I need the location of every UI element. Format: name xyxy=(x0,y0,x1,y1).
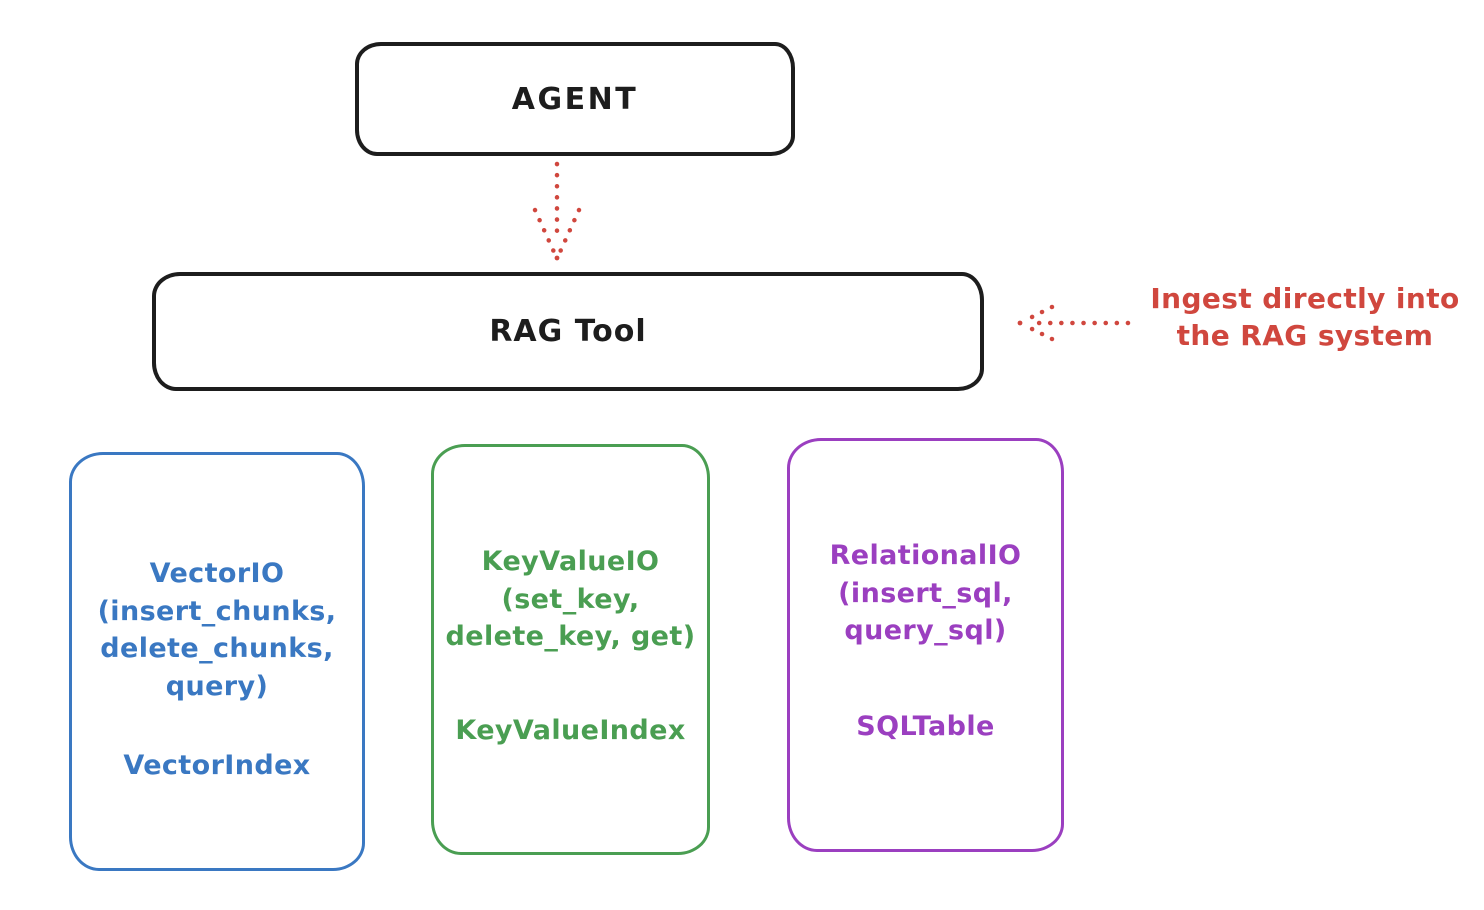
rag-tool-box: RAG Tool xyxy=(152,272,984,391)
relational-io-box: RelationalIO (insert_sql, query_sql) SQL… xyxy=(787,438,1064,852)
io-line: (insert_sql, xyxy=(838,577,1013,609)
io-line: (insert_chunks, xyxy=(97,595,337,627)
io-line: VectorIO xyxy=(149,558,285,589)
io-footer: VectorIndex xyxy=(123,750,311,781)
left-arrow-icon xyxy=(1017,304,1131,342)
vector-io-text: VectorIO (insert_chunks, delete_chunks, … xyxy=(72,555,362,785)
io-line: (set_key, xyxy=(501,583,640,615)
keyvalue-io-text: KeyValueIO (set_key, delete_key, get) Ke… xyxy=(434,543,707,749)
io-line: delete_chunks, xyxy=(100,633,334,664)
io-line: KeyValueIO xyxy=(481,546,660,577)
rag-tool-label: RAG Tool xyxy=(489,314,647,349)
io-line: query_sql) xyxy=(844,615,1007,646)
relational-io-text: RelationalIO (insert_sql, query_sql) SQL… xyxy=(790,537,1061,745)
agent-label: AGENT xyxy=(511,81,639,117)
down-arrow-icon xyxy=(532,161,582,261)
io-line: RelationalIO xyxy=(829,540,1022,571)
annotation-line: Ingest directly into xyxy=(1150,282,1460,315)
io-line: query) xyxy=(165,670,269,702)
agent-box: AGENT xyxy=(355,42,795,156)
vector-io-box: VectorIO (insert_chunks, delete_chunks, … xyxy=(69,452,365,871)
io-footer: KeyValueIndex xyxy=(455,714,686,746)
annotation-line: the RAG system xyxy=(1176,319,1434,352)
io-line: delete_key, get) xyxy=(445,621,696,652)
io-footer: SQLTable xyxy=(856,710,995,742)
keyvalue-io-box: KeyValueIO (set_key, delete_key, get) Ke… xyxy=(431,444,710,855)
annotation-text: Ingest directly into the RAG system xyxy=(1135,280,1475,354)
